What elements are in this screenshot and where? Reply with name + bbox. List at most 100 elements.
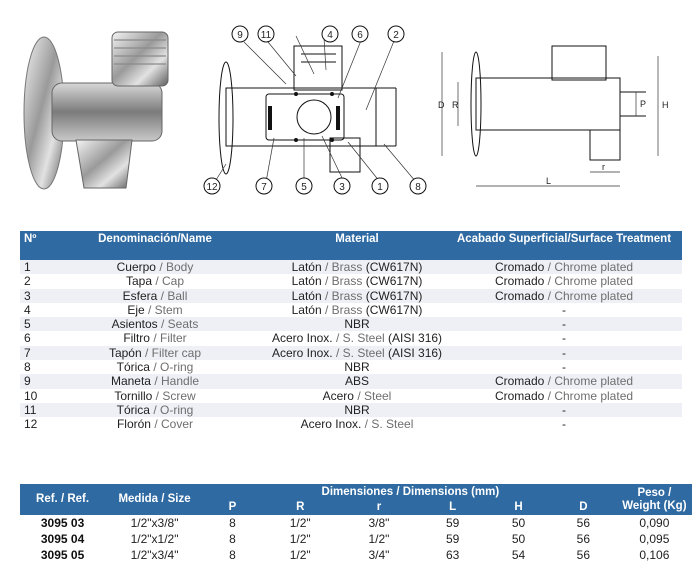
cell-r: 3/8" xyxy=(339,515,419,531)
cell-r: 1/2" xyxy=(260,547,340,563)
balloon-2: 2 xyxy=(387,25,405,43)
separator: / xyxy=(144,302,155,317)
cell-weight: 0,106 xyxy=(616,547,692,563)
cell-d: 56 xyxy=(549,531,617,547)
part-number: 3 xyxy=(20,288,42,303)
part-finish: - xyxy=(446,402,682,418)
part-number: 10 xyxy=(20,388,42,403)
spanish-text: Latón xyxy=(291,260,322,274)
col-no: Nº xyxy=(20,231,42,260)
part-name: Tornillo / Screw xyxy=(42,388,268,403)
balloon-1: 1 xyxy=(371,177,389,195)
part-finish: Cromado / Chrome plated xyxy=(446,260,682,275)
ball-outline xyxy=(296,99,332,135)
col-D: D xyxy=(549,500,617,515)
part-name: Maneta / Handle xyxy=(42,374,268,389)
separator: / xyxy=(353,388,364,403)
spanish-text: Cuerpo xyxy=(116,260,156,274)
material-code: (AISI 316) xyxy=(388,345,443,360)
part-number: 5 xyxy=(20,317,42,332)
cover-outline xyxy=(218,61,234,175)
english-text: Brass xyxy=(331,288,363,303)
col-dimensions: Dimensiones / Dimensions (mm) xyxy=(203,484,617,500)
svg-text:1: 1 xyxy=(377,182,383,193)
separator: / xyxy=(141,345,152,360)
separator: / xyxy=(544,260,555,274)
svg-text:3: 3 xyxy=(339,182,345,193)
english-text: Brass xyxy=(331,302,363,317)
balloon-7: 7 xyxy=(255,177,273,195)
english-text: Brass xyxy=(331,260,363,274)
english-text: Body xyxy=(166,260,194,274)
parts-table-header: Nº Denominación/Name Material Acabado Su… xyxy=(20,231,682,260)
cell-d: 56 xyxy=(549,547,617,563)
svg-text:4: 4 xyxy=(327,30,333,41)
spanish-text: Tornillo xyxy=(114,388,153,403)
svg-text:8: 8 xyxy=(415,182,421,193)
cell-size: 1/2"x3/8" xyxy=(105,515,204,531)
dim-D: D xyxy=(438,100,445,110)
spanish-text: Cromado xyxy=(494,288,545,303)
part-name: Tórica / O-ring xyxy=(42,360,268,375)
svg-text:2: 2 xyxy=(393,30,399,41)
separator: / xyxy=(321,302,332,317)
col-H: H xyxy=(487,500,550,515)
cell-ref: 3095 04 xyxy=(20,531,106,547)
separator: / xyxy=(361,417,372,432)
material-code: (CW617N) xyxy=(365,274,423,289)
col-ref: Ref. / Ref. xyxy=(20,484,106,515)
body-outline xyxy=(225,87,377,147)
english-text: Chrome plated xyxy=(554,374,634,389)
col-R: R xyxy=(260,500,340,515)
dimension-drawing: D R P H r L xyxy=(438,45,669,187)
separator: / xyxy=(332,331,343,346)
part-material: Latón / Brass (CW617N) xyxy=(268,274,446,289)
balloon-5: 5 xyxy=(295,177,313,195)
spanish-text: Tórica xyxy=(116,402,150,417)
cell-p: 8 xyxy=(203,531,261,547)
spanish-text: Latón xyxy=(291,288,322,303)
separator: / xyxy=(149,331,160,346)
spanish-text: Cromado xyxy=(494,274,545,289)
spanish-text: Cromado xyxy=(494,260,545,274)
separator: / xyxy=(321,288,332,303)
english-text: Cap xyxy=(162,274,185,289)
english-text: O-ring xyxy=(160,402,194,417)
english-text: Steel xyxy=(364,388,392,403)
english-text: Filter cap xyxy=(151,345,202,360)
part-name: Filtro / Filter xyxy=(42,331,268,346)
col-finish: Acabado Superficial/Surface Treatment xyxy=(446,231,682,260)
spanish-text: Eje xyxy=(127,302,145,317)
spanish-text: Esfera xyxy=(122,288,158,303)
part-number: 9 xyxy=(20,374,42,389)
part-material: Acero Inox. / S. Steel (AISI 316) xyxy=(268,331,446,346)
english-text: Ball xyxy=(167,288,188,303)
balloon-11: 11 xyxy=(257,25,275,43)
material-code: (AISI 316) xyxy=(388,331,443,346)
material-code: (CW617N) xyxy=(365,302,423,317)
separator: / xyxy=(157,288,168,303)
part-name: Tapón / Filter cap xyxy=(42,345,268,361)
spanish-text: Acero xyxy=(322,388,354,403)
english-text: Chrome plated xyxy=(554,288,634,303)
cell-weight: 0,095 xyxy=(616,531,692,547)
separator: / xyxy=(150,417,161,432)
part-finish: - xyxy=(446,317,682,332)
cell-r: 1/2" xyxy=(260,515,340,531)
part-material: ABS xyxy=(268,374,446,389)
part-material: Acero Inox. / S. Steel (AISI 316) xyxy=(268,345,446,361)
spanish-text: Filtro xyxy=(123,331,150,346)
part-number: 8 xyxy=(20,360,42,375)
svg-text:7: 7 xyxy=(261,182,267,193)
spanish-text: Acero Inox. xyxy=(271,345,333,360)
spanish-text: Tórica xyxy=(116,360,150,375)
